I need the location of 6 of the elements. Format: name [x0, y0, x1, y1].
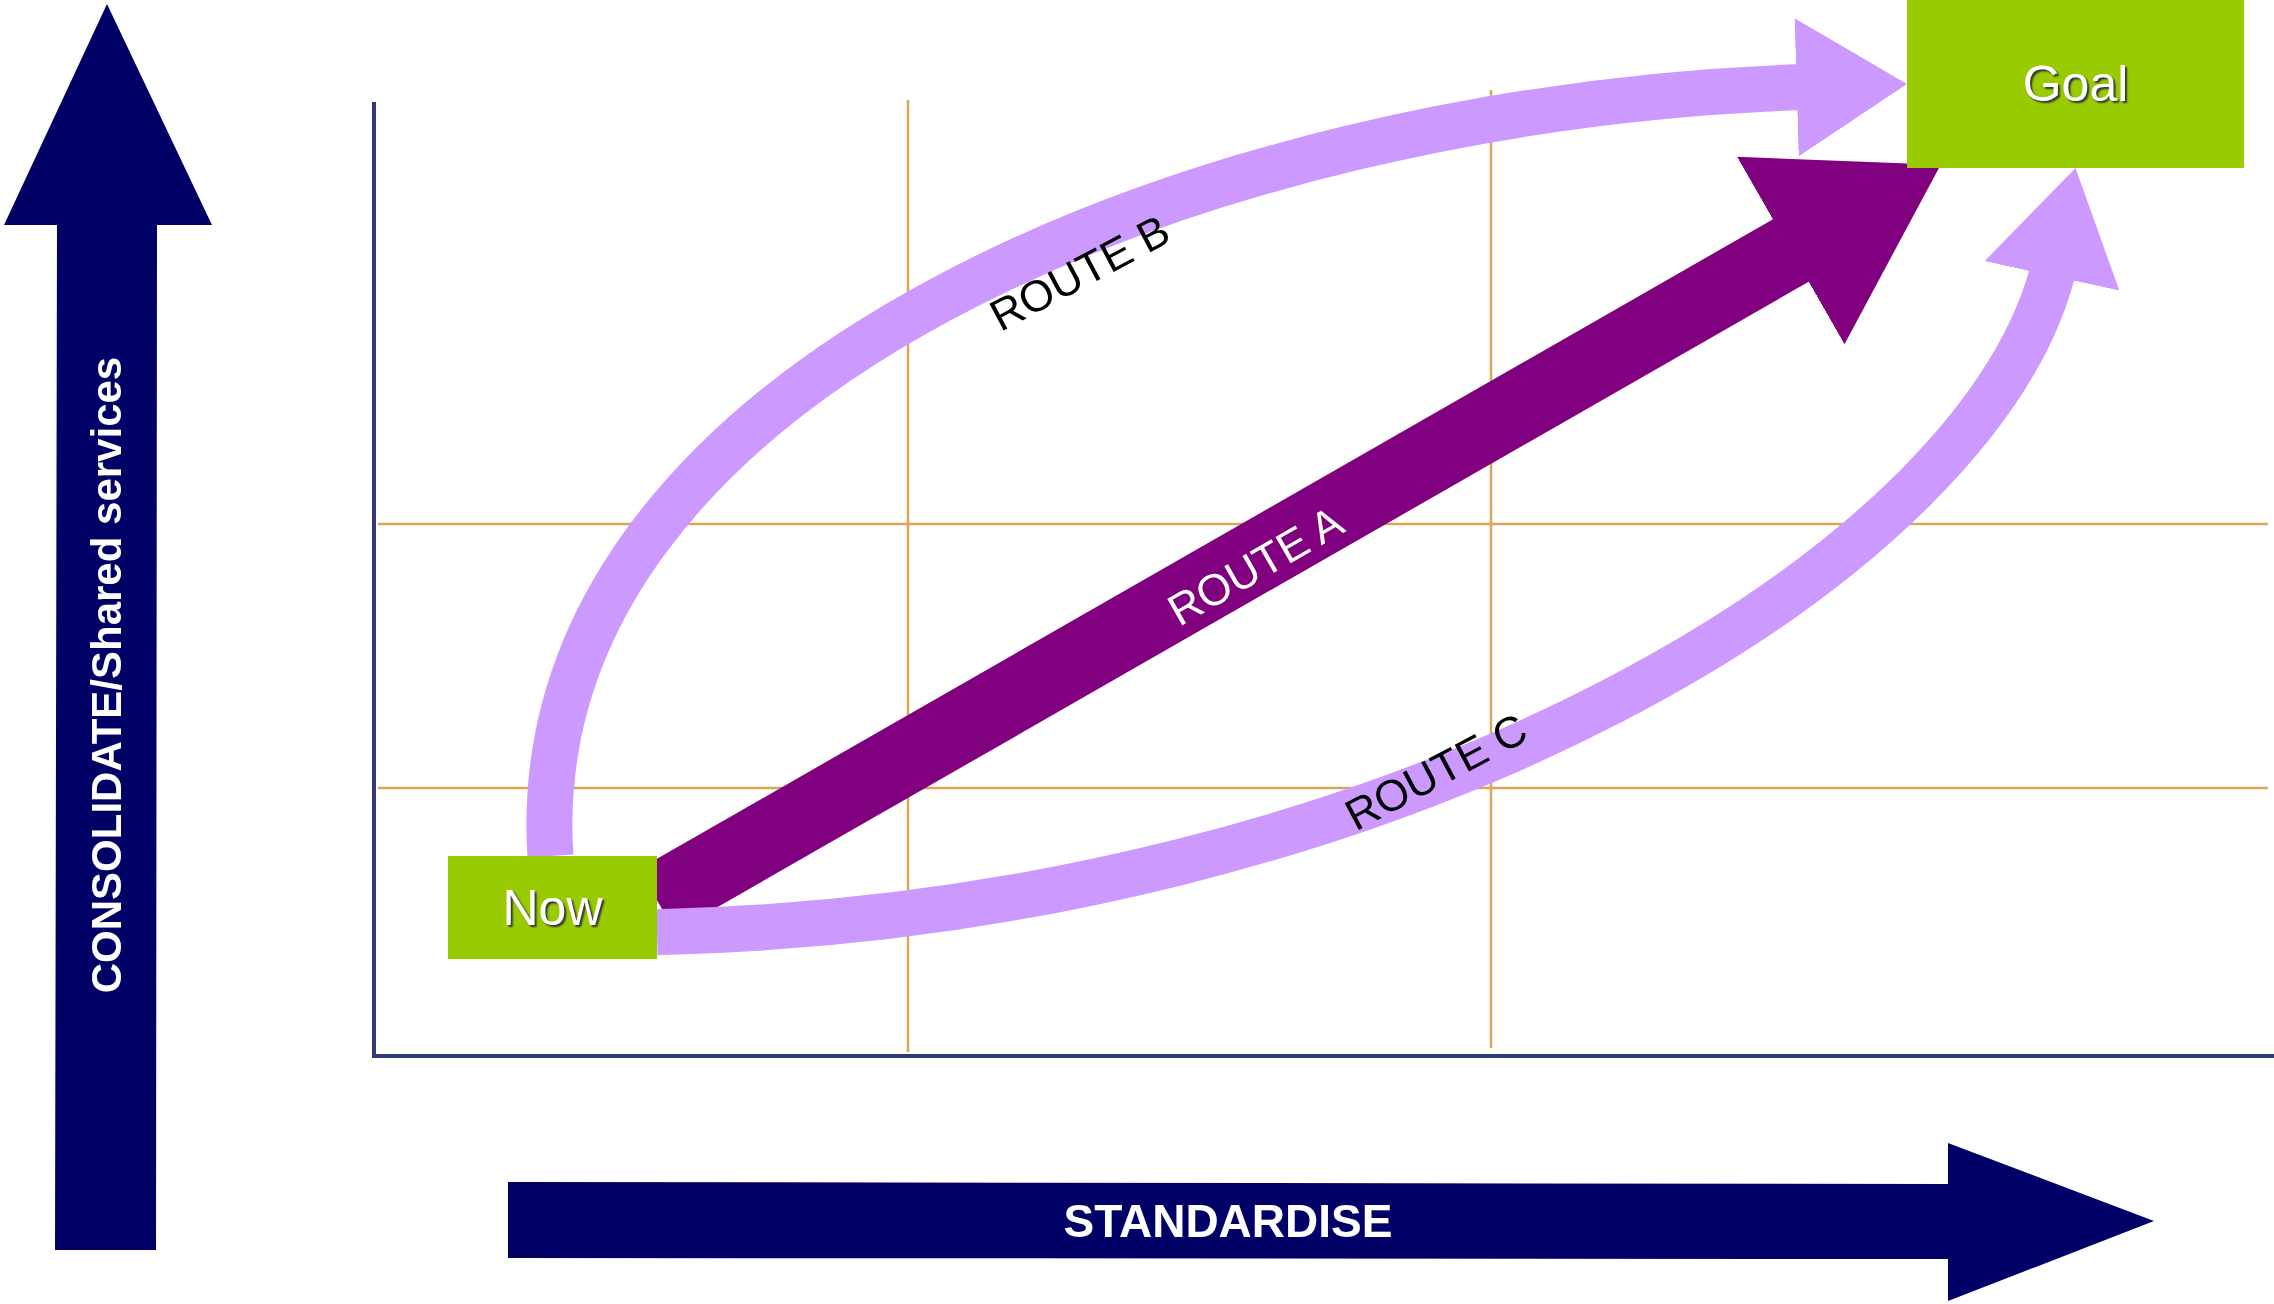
milestone-box	[448, 856, 657, 959]
axis-label: STANDARDISE	[1063, 1194, 1393, 1248]
milestone-box	[1907, 0, 2244, 168]
node-label: Goal	[2022, 55, 2129, 113]
node-label: Now	[502, 878, 603, 937]
axis-label: CONSOLIDATE/Shared services	[83, 356, 131, 994]
